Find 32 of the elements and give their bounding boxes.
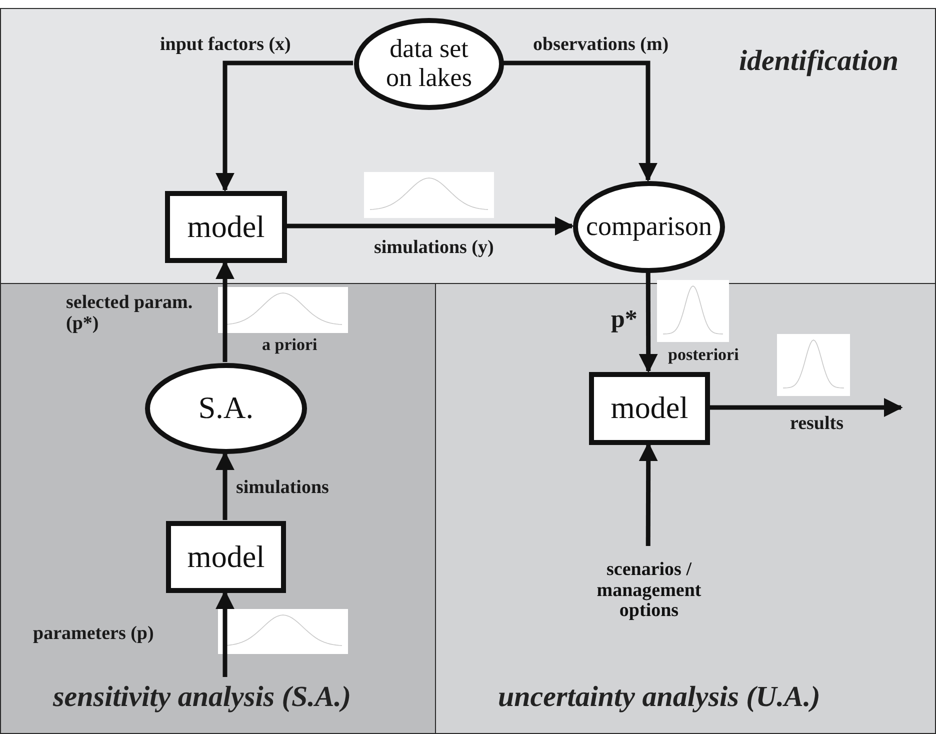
input-text: scenarios / management options	[574, 547, 724, 635]
arrow	[638, 442, 658, 546]
arrow	[638, 272, 658, 373]
edge-label: selected param. (p*)	[66, 293, 194, 335]
edge-label: results	[790, 414, 844, 435]
arrow	[216, 260, 234, 362]
note-label: posteriori	[668, 346, 739, 365]
process-box: model	[589, 372, 710, 445]
sensitivity-panel	[0, 283, 436, 734]
edge-label: simulations	[236, 478, 329, 499]
arrow	[216, 590, 234, 677]
note-label: a priori	[262, 336, 318, 355]
arrow	[286, 216, 574, 236]
edge-label: observations (m)	[533, 35, 669, 56]
ellipse-node: comparison	[573, 181, 725, 273]
identification-panel	[0, 8, 936, 284]
arrow	[503, 60, 658, 182]
edge-label: parameters (p)	[33, 624, 154, 645]
arrow	[216, 60, 353, 192]
arrow	[709, 398, 903, 417]
process-box: model	[166, 521, 286, 593]
process-box: model	[165, 191, 287, 263]
uncertainty-panel	[435, 283, 936, 734]
edge-label: input factors (x)	[160, 35, 291, 56]
region-title: sensitivity analysis (S.A.)	[53, 681, 352, 714]
ellipse-node: S.A.	[145, 363, 307, 454]
edge-label: p*	[611, 306, 638, 334]
edge-label: simulations (y)	[374, 238, 494, 259]
region-title: identification	[739, 45, 898, 78]
ellipse-node: data set on lakes	[354, 18, 504, 110]
region-title: uncertainty analysis (U.A.)	[498, 681, 820, 714]
arrow	[216, 451, 234, 520]
